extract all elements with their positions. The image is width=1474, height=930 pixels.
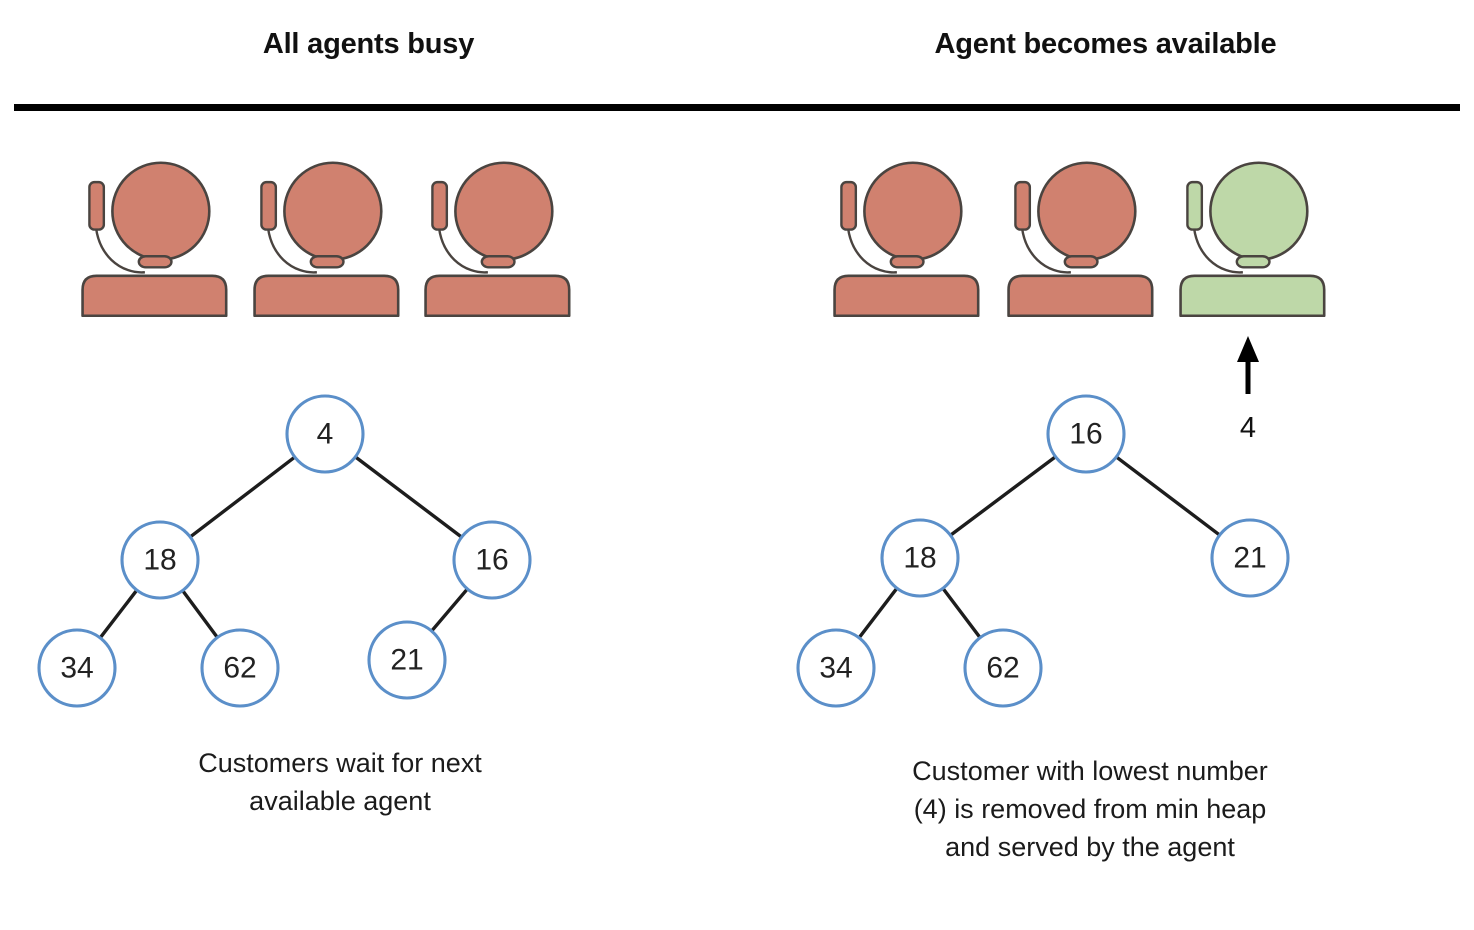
heap-node[interactable]: 18 bbox=[120, 520, 200, 600]
caption-left: Customers wait for next available agent bbox=[198, 748, 482, 816]
heap-edge bbox=[940, 585, 983, 641]
served-customer-arrow-right: 4 bbox=[1237, 336, 1259, 444]
agent-head bbox=[1209, 161, 1309, 261]
heap-node-circle[interactable] bbox=[452, 520, 532, 600]
heap-node-circle[interactable] bbox=[1210, 518, 1290, 598]
heap-node-value: 34 bbox=[819, 652, 852, 685]
heap-edge bbox=[856, 585, 900, 641]
heap-node-circle[interactable] bbox=[37, 628, 117, 708]
agent-body bbox=[424, 274, 571, 318]
heap-node[interactable]: 16 bbox=[1046, 394, 1126, 474]
agents-layer bbox=[81, 161, 1326, 318]
heap-node-circle[interactable] bbox=[963, 628, 1043, 708]
agent-headset-earpiece bbox=[840, 180, 858, 231]
heap-node[interactable]: 4 bbox=[285, 394, 365, 474]
heap-node-value: 21 bbox=[1233, 542, 1266, 575]
agent-icon-left-3 bbox=[424, 161, 571, 318]
heap-node-value: 62 bbox=[986, 652, 1019, 685]
agent-head bbox=[111, 161, 211, 261]
agent-icon-right-3 bbox=[1179, 161, 1326, 318]
agent-icon-right-2 bbox=[1007, 161, 1154, 318]
heap-node-circle[interactable] bbox=[200, 628, 280, 708]
agent-headset-earpiece bbox=[1186, 180, 1204, 231]
agent-body bbox=[253, 274, 400, 318]
heap-node-value: 16 bbox=[475, 544, 508, 577]
heap-edge bbox=[352, 454, 465, 540]
agent-body bbox=[1007, 274, 1154, 318]
heap-node-value: 62 bbox=[223, 652, 256, 685]
heap-node[interactable]: 21 bbox=[367, 620, 447, 700]
caption-right: Customer with lowest number (4) is remov… bbox=[912, 756, 1268, 862]
agent-icon-left-1 bbox=[81, 161, 228, 318]
agent-headset-mic bbox=[1235, 255, 1271, 269]
agent-body bbox=[833, 274, 980, 318]
heap-node[interactable]: 34 bbox=[796, 628, 876, 708]
heap-node-value: 34 bbox=[60, 652, 93, 685]
agent-head bbox=[1037, 161, 1137, 261]
heap-node[interactable]: 34 bbox=[37, 628, 117, 708]
heap-node-value: 18 bbox=[903, 542, 936, 575]
agent-body bbox=[81, 274, 228, 318]
heap-edges-left bbox=[97, 454, 470, 641]
heap-edge bbox=[180, 588, 220, 640]
agent-headset-earpiece bbox=[1014, 180, 1032, 231]
heap-node-circle[interactable] bbox=[285, 394, 365, 474]
agent-headset-mic bbox=[1063, 255, 1099, 269]
arrow-head-icon bbox=[1237, 336, 1259, 362]
heap-edge bbox=[947, 454, 1059, 538]
agent-headset-earpiece bbox=[88, 180, 106, 231]
heap-node-circle[interactable] bbox=[880, 518, 960, 598]
heap-node-value: 18 bbox=[143, 544, 176, 577]
agent-headset-earpiece bbox=[260, 180, 278, 231]
agent-body bbox=[1179, 274, 1326, 318]
heap-nodes-right: 16 18 21 34 62 bbox=[796, 394, 1290, 708]
panel-title-left: All agents busy bbox=[262, 28, 475, 60]
heap-nodes-left: 4 18 16 34 62 21 bbox=[37, 394, 532, 708]
heap-node-circle[interactable] bbox=[1046, 394, 1126, 474]
agent-head bbox=[283, 161, 383, 261]
heap-node[interactable]: 21 bbox=[1210, 518, 1290, 598]
heap-node-value: 21 bbox=[390, 644, 423, 677]
heap-node[interactable]: 18 bbox=[880, 518, 960, 598]
panel-title-right: Agent becomes available bbox=[934, 28, 1277, 60]
heap-node[interactable]: 62 bbox=[200, 628, 280, 708]
heap-edges-right bbox=[856, 454, 1223, 641]
heap-edge bbox=[97, 587, 140, 641]
heap-edge bbox=[1113, 454, 1223, 538]
heap-node[interactable]: 62 bbox=[963, 628, 1043, 708]
header-divider-rule bbox=[14, 104, 1460, 111]
agent-headset-mic bbox=[137, 255, 173, 269]
agent-head bbox=[454, 161, 554, 261]
agent-icon-left-2 bbox=[253, 161, 400, 318]
heap-node[interactable]: 16 bbox=[452, 520, 532, 600]
heap-node-value: 16 bbox=[1069, 418, 1102, 451]
heap-edge bbox=[429, 586, 470, 634]
heap-node-circle[interactable] bbox=[796, 628, 876, 708]
agent-icon-right-1 bbox=[833, 161, 980, 318]
agent-head bbox=[863, 161, 963, 261]
agent-headset-mic bbox=[889, 255, 925, 269]
heap-node-value: 4 bbox=[317, 418, 334, 451]
heap-node-circle[interactable] bbox=[367, 620, 447, 700]
agent-headset-mic bbox=[309, 255, 345, 269]
agent-headset-earpiece bbox=[431, 180, 449, 231]
served-customer-label: 4 bbox=[1240, 412, 1256, 444]
heap-edge bbox=[187, 454, 298, 540]
agent-headset-mic bbox=[480, 255, 516, 269]
heap-node-circle[interactable] bbox=[120, 520, 200, 600]
